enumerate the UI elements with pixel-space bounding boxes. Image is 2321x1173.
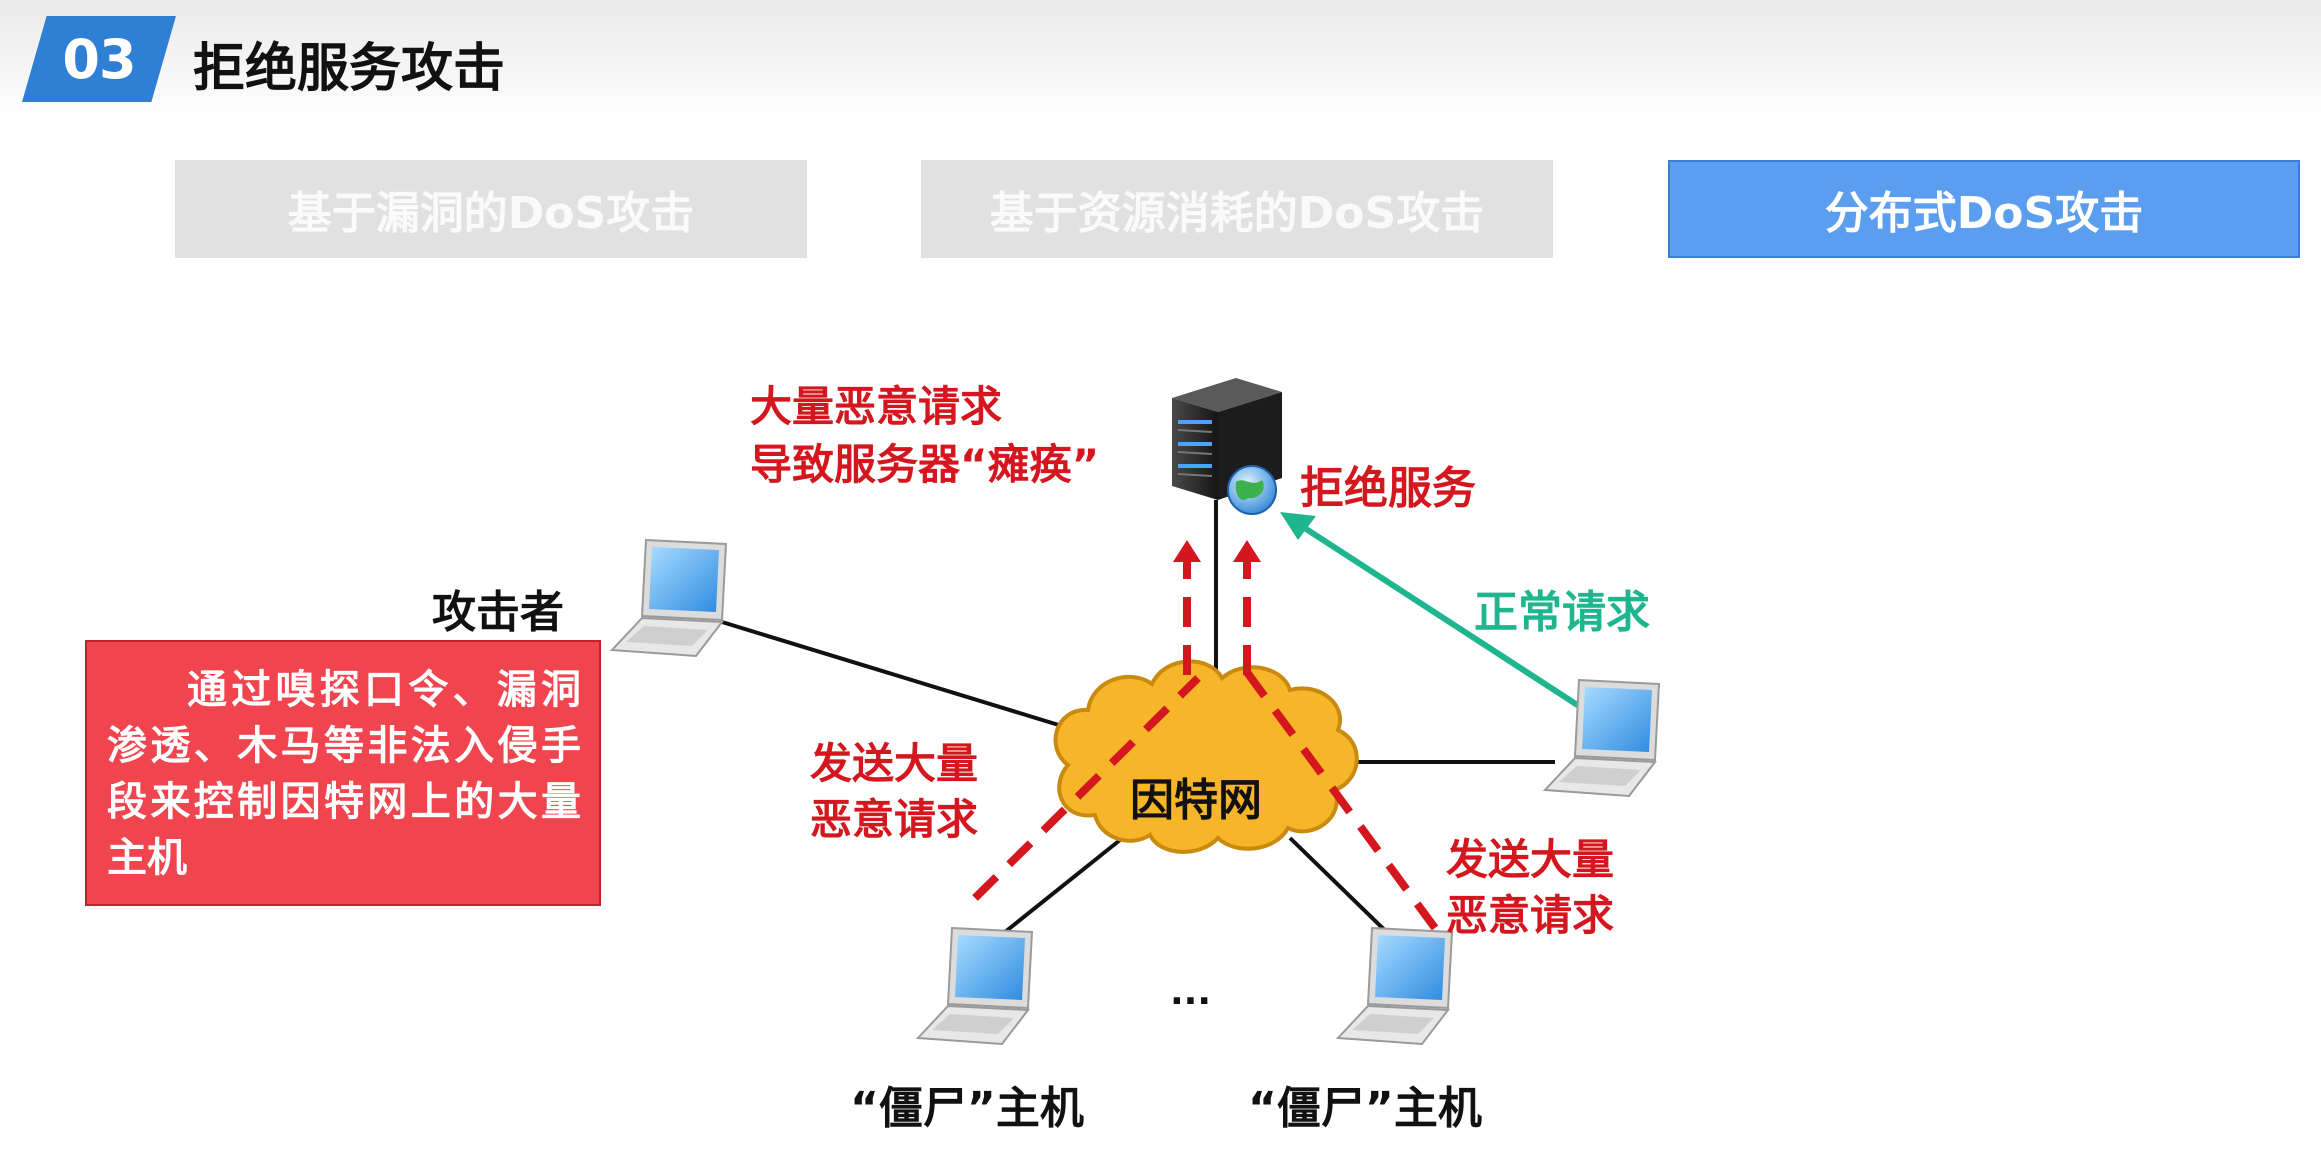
header-band — [0, 0, 2321, 120]
link-attacker — [721, 620, 1076, 732]
section-number-badge: 03 — [22, 16, 176, 102]
laptop-icon-normal-user — [1542, 678, 1661, 798]
network-links — [721, 500, 1555, 950]
normal-request-label: 正常请求 — [1474, 587, 1650, 638]
attacker-method-note: 通过嗅探口令、漏洞渗透、木马等非法入侵手段来控制因特网上的大量主机 — [85, 640, 601, 906]
tab-vulnerability-dos[interactable]: 基于漏洞的DoS攻击 — [175, 160, 807, 258]
globe-icon — [1227, 465, 1277, 515]
page-title: 拒绝服务攻击 — [193, 39, 506, 99]
zombie-host-right-label: “僵尸”主机 — [1248, 1083, 1482, 1134]
send-requests-left-line2: 恶意请求 — [810, 795, 979, 844]
send-requests-right: 发送大量 恶意请求 — [1446, 832, 1614, 944]
link-zombie-right — [1288, 836, 1402, 947]
attack-line-right — [1234, 657, 1439, 931]
laptop-icon-attacker — [609, 538, 728, 658]
normal-request-arrow — [1280, 512, 1584, 711]
server-overload-note-line2: 导致服务器“瘫痪” — [750, 440, 1100, 489]
attack-flows — [972, 560, 1439, 931]
server-overload-note-line1: 大量恶意请求 — [750, 382, 1003, 431]
deny-service-label: 拒绝服务 — [1300, 463, 1476, 514]
cloud-icon — [1053, 659, 1359, 854]
attack-arrowheads — [1173, 540, 1261, 562]
more-hosts-ellipsis: ... — [1170, 972, 1212, 1013]
laptop-icon-zombie-right — [1335, 926, 1454, 1046]
tab-distributed-dos[interactable]: 分布式DoS攻击 — [1668, 160, 2300, 258]
send-requests-right-line2: 恶意请求 — [1446, 891, 1615, 940]
arrowhead-up-left — [1173, 540, 1201, 562]
internet-label: 因特网 — [1130, 775, 1262, 826]
laptop-icon-zombie-left — [915, 926, 1034, 1046]
arrowhead-up-right — [1233, 540, 1261, 562]
attacker-label: 攻击者 — [432, 587, 564, 638]
send-requests-right-line1: 发送大量 — [1446, 835, 1615, 884]
attack-line-left — [972, 675, 1201, 901]
send-requests-left-line1: 发送大量 — [810, 739, 979, 788]
send-requests-left: 发送大量 恶意请求 — [810, 736, 978, 848]
tab-resource-dos[interactable]: 基于资源消耗的DoS攻击 — [921, 160, 1553, 258]
server-overload-note: 大量恶意请求 导致服务器“瘫痪” — [750, 378, 1099, 494]
zombie-host-left-label: “僵尸”主机 — [850, 1083, 1084, 1134]
